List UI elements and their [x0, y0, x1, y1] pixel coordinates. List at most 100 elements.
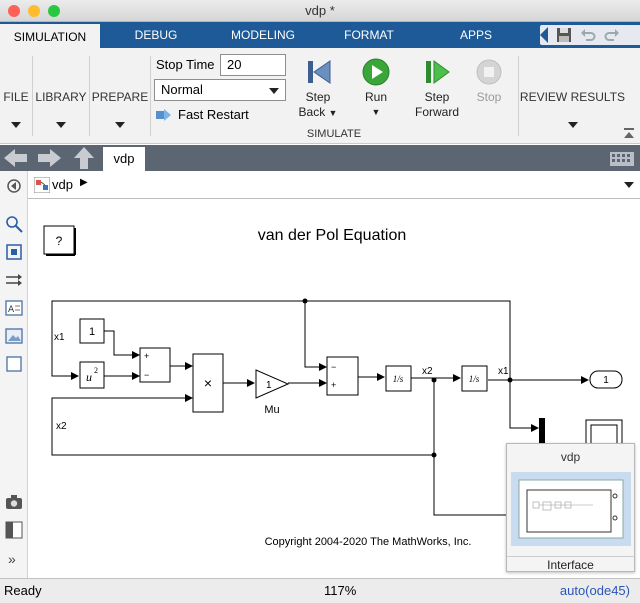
sum2-sign-bottom: +: [331, 380, 336, 390]
tab-simulation[interactable]: SIMULATION: [0, 22, 100, 48]
solver-link[interactable]: auto(ode45): [559, 583, 630, 598]
model-address-bar: vdp ▶: [28, 171, 640, 199]
integrator-2-label: 1/s: [469, 374, 480, 384]
run-button[interactable]: Run ▼: [352, 58, 400, 120]
annotation-icon[interactable]: A: [5, 299, 23, 317]
expand-palette-icon[interactable]: »: [8, 551, 16, 567]
signal-routing-icon[interactable]: [5, 271, 23, 289]
step-back-label-line2: Back: [298, 105, 326, 119]
model-doc-tab[interactable]: vdp: [103, 147, 145, 171]
file-menu-button[interactable]: FILE: [0, 48, 32, 144]
toolstrip-ribbon: FILE LIBRARY PREPARE Stop Time 20 Normal…: [0, 48, 640, 144]
stop-time-input[interactable]: 20: [220, 54, 286, 76]
run-options-caret[interactable]: ▼: [371, 107, 381, 117]
branch-points: [302, 298, 513, 458]
back-arrow-icon[interactable]: [4, 148, 28, 168]
toolstrip-tabs: SIMULATION DEBUG MODELING FORMAT APPS: [0, 22, 640, 48]
signal-label-x1: x1: [54, 332, 65, 343]
simulation-mode-select[interactable]: Normal: [154, 79, 286, 101]
fast-restart-label: Fast Restart: [178, 107, 249, 122]
step-forward-button[interactable]: Step Forward: [408, 58, 466, 120]
run-label: Run: [364, 90, 387, 104]
block-diagram: ? van der Pol Equation: [43, 225, 623, 548]
signal-label-x2: x2: [56, 421, 67, 432]
model-icon: [34, 177, 50, 193]
integrator-block-2[interactable]: 1/s: [461, 365, 488, 392]
undo-icon[interactable]: [580, 27, 596, 43]
interface-preview-thumbnail: [511, 472, 631, 546]
block-diagram-canvas[interactable]: ? van der Pol Equation: [28, 200, 640, 578]
library-menu-button[interactable]: LIBRARY: [33, 48, 89, 144]
window-title: vdp *: [305, 3, 335, 18]
tab-format[interactable]: FORMAT: [344, 28, 394, 42]
collapse-ribbon-icon[interactable]: [623, 127, 635, 139]
review-results-button[interactable]: REVIEW RESULTS: [519, 48, 626, 144]
fit-to-view-icon[interactable]: [5, 243, 23, 261]
step-forward-icon: [426, 60, 450, 84]
hide-browser-icon[interactable]: [5, 177, 23, 195]
status-text: Ready: [4, 583, 42, 598]
sum1-sign-top: +: [144, 351, 149, 361]
stop-label: Stop: [476, 90, 502, 104]
constant-value: 1: [89, 326, 95, 338]
save-icon[interactable]: [556, 27, 572, 43]
library-label: LIBRARY: [35, 90, 87, 104]
step-back-label-line1: Step: [305, 90, 331, 104]
gain-name: Mu: [264, 404, 279, 416]
outport-block[interactable]: 1: [589, 370, 623, 389]
step-back-button[interactable]: Step Back ▼: [294, 58, 342, 121]
step-back-icon: [308, 60, 331, 84]
diagram-title: van der Pol Equation: [258, 227, 407, 244]
redo-icon[interactable]: [604, 27, 620, 43]
breadcrumb-arrow-icon[interactable]: ▶: [80, 177, 88, 188]
prepare-menu-button[interactable]: PREPARE: [90, 48, 150, 144]
stop-button[interactable]: Stop: [466, 58, 512, 105]
camera-icon[interactable]: [5, 493, 23, 511]
tab-apps[interactable]: APPS: [459, 28, 492, 42]
chevron-down-icon: [56, 122, 66, 128]
chevron-down-icon: [568, 122, 578, 128]
chevron-down-icon[interactable]: [624, 182, 634, 188]
fcn-exponent: 2: [94, 366, 98, 375]
signal-label-x2-out: x2: [422, 366, 433, 377]
tab-modeling[interactable]: MODELING: [230, 28, 295, 42]
sum-block-1[interactable]: + −: [139, 347, 171, 383]
image-icon[interactable]: [5, 327, 23, 345]
sum-block-2[interactable]: − +: [326, 356, 359, 396]
property-inspector-icon[interactable]: [5, 521, 23, 539]
up-arrow-icon[interactable]: [74, 147, 94, 169]
fcn-label: u: [86, 370, 92, 384]
zoom-level: 117%: [324, 583, 357, 598]
interface-preview-title: vdp: [560, 450, 581, 464]
simulate-group-label: SIMULATE: [306, 128, 362, 140]
forward-arrow-icon[interactable]: [38, 148, 62, 168]
simulation-mode-value: Normal: [161, 82, 203, 97]
model-breadcrumb[interactable]: vdp: [52, 177, 73, 192]
keyboard-icon[interactable]: [610, 152, 634, 166]
help-block[interactable]: ?: [43, 225, 76, 256]
zoom-window-button[interactable]: [48, 5, 60, 17]
tab-debug[interactable]: DEBUG: [134, 28, 178, 42]
signal-lines: [51, 300, 589, 516]
interface-preview-popup[interactable]: vdp Interface: [506, 443, 635, 572]
integrator-block-1[interactable]: 1/s: [385, 365, 412, 392]
status-bar: Ready 117% auto(ode45): [0, 578, 640, 603]
run-icon: [362, 58, 390, 86]
chevron-down-icon: [11, 122, 21, 128]
constant-block[interactable]: 1: [79, 318, 105, 344]
area-icon[interactable]: [5, 355, 23, 373]
fast-restart-icon: [156, 109, 171, 121]
zoom-icon[interactable]: [5, 215, 23, 233]
review-results-label: REVIEW RESULTS: [519, 90, 626, 104]
copyright-annotation: Copyright 2004-2020 The MathWorks, Inc.: [265, 536, 472, 548]
product-block[interactable]: ×: [192, 353, 224, 413]
stop-icon: [476, 59, 502, 85]
outport-value: 1: [603, 375, 609, 386]
editor-palette: A »: [0, 171, 28, 578]
close-window-button[interactable]: [8, 5, 20, 17]
mux-block[interactable]: [539, 418, 545, 458]
sum2-sign-top: −: [331, 362, 336, 372]
minimize-window-button[interactable]: [28, 5, 40, 17]
gain-block[interactable]: 1 Mu: [255, 369, 290, 416]
fcn-block[interactable]: u 2: [79, 361, 105, 389]
